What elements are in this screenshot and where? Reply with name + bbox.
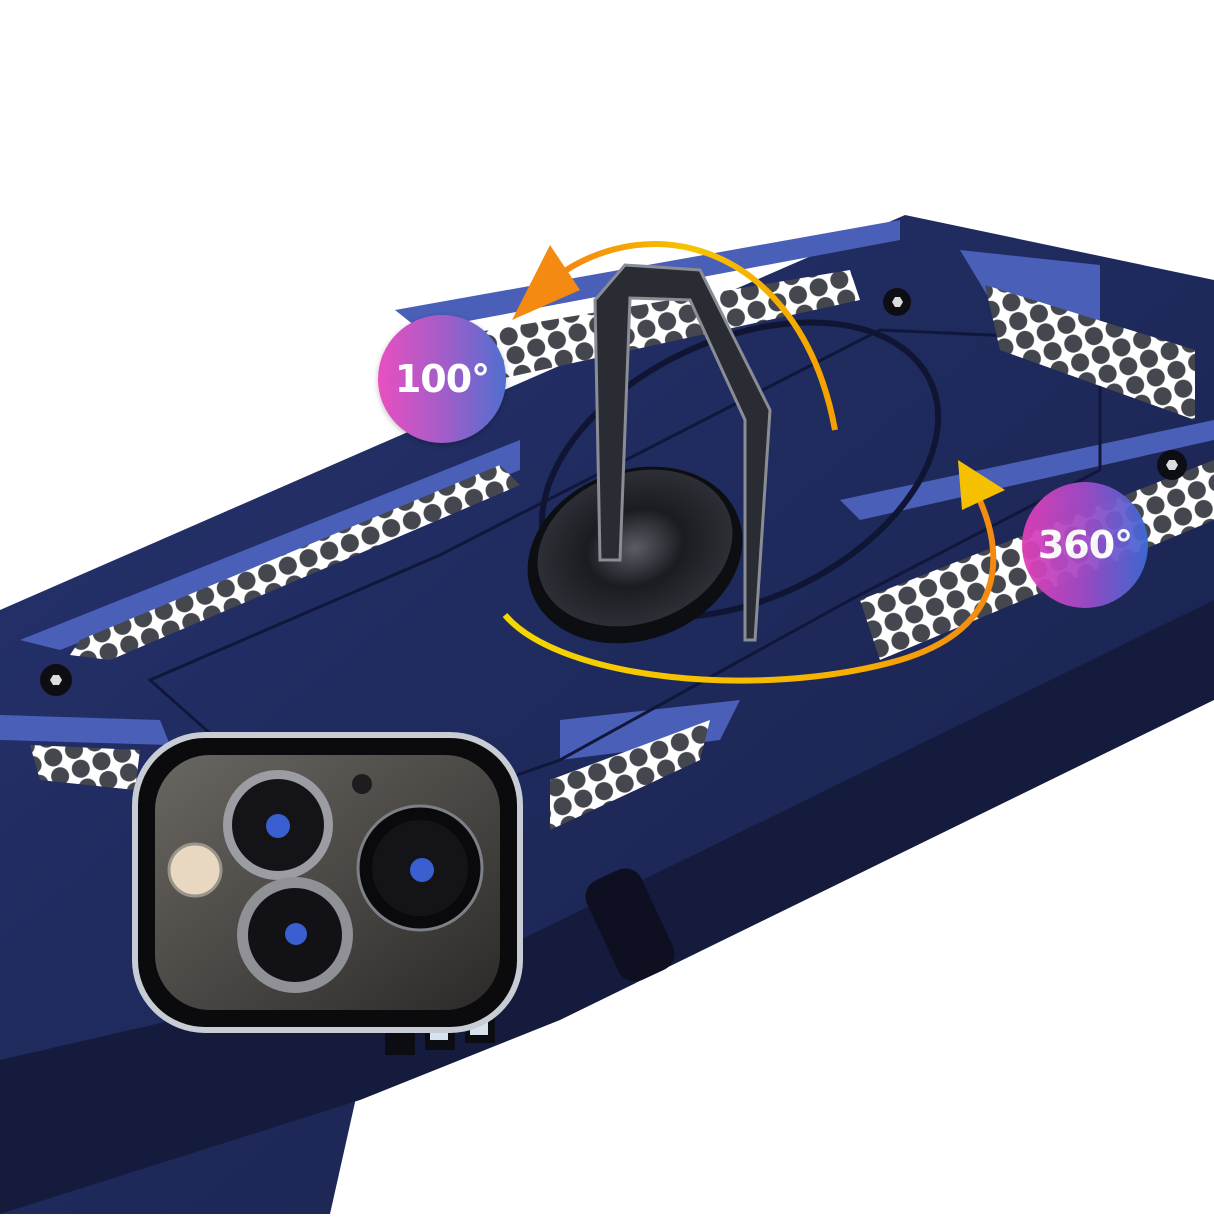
fold-arrow bbox=[537, 241, 838, 431]
rotate-arrow bbox=[502, 488, 997, 684]
side-button bbox=[585, 868, 675, 982]
honeycomb-grip bbox=[985, 285, 1195, 420]
screw-icon bbox=[883, 288, 911, 316]
honeycomb-grip bbox=[550, 720, 710, 830]
screw-icon bbox=[1157, 450, 1187, 480]
screw-icon bbox=[40, 664, 72, 696]
camera-mic bbox=[352, 774, 372, 794]
case-bevel-highlight bbox=[20, 440, 520, 650]
camera-module bbox=[132, 732, 523, 1033]
camera-lens bbox=[356, 804, 484, 932]
fold-angle-badge: 100° bbox=[378, 315, 506, 443]
honeycomb-grip bbox=[70, 465, 520, 660]
case-bevel-highlight bbox=[560, 700, 740, 760]
camera-flash bbox=[167, 842, 223, 898]
ring-loop bbox=[593, 263, 772, 642]
curved-arrow-icon bbox=[958, 460, 1005, 510]
ring-holder bbox=[527, 263, 942, 644]
camera-lens bbox=[237, 877, 353, 993]
case-bevel-highlight bbox=[840, 420, 1214, 520]
rotation-angle-badge: 360° bbox=[1022, 482, 1148, 608]
camera-lens bbox=[223, 770, 333, 880]
honeycomb-grip bbox=[30, 745, 140, 790]
curved-arrow-icon bbox=[512, 245, 580, 320]
honeycomb-grip bbox=[430, 270, 860, 390]
case-bevel-highlight bbox=[0, 715, 170, 745]
